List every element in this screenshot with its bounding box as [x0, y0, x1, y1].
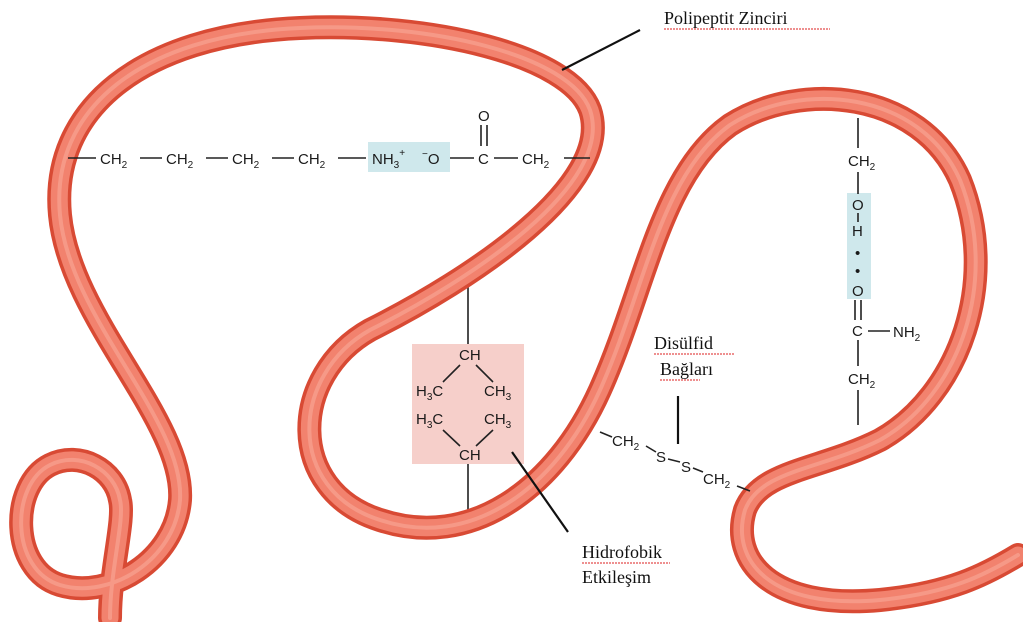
hydrogen-bond-group: CH2 O H • • O C NH2 CH2: [847, 153, 921, 391]
ionic-o-minus: −O: [422, 149, 440, 168]
ionic-carbonyl-o: O: [478, 108, 490, 125]
ionic-carbonyl-c: C: [478, 151, 489, 168]
hbond-h: H: [852, 223, 863, 240]
hbond-ch2-bottom: CH2: [848, 371, 876, 391]
ionic-bond-group: CH2 CH2 CH2 CH2 NH3+ −O C O CH2: [68, 108, 590, 172]
ionic-ch2-2: CH2: [166, 151, 194, 171]
polypeptide-chain-ribbon: [9, 15, 1023, 622]
hbond-ch2-top: CH2: [848, 153, 876, 173]
disulfide-ch2-right: CH2: [703, 471, 731, 491]
hydrogen-bond-highlight-box: [847, 193, 871, 299]
label-hydrophobic-2: Etkileşim: [582, 567, 651, 587]
hbond-dot-2: •: [855, 263, 860, 280]
polypeptide-leader-line: [561, 29, 641, 71]
hbond-nh2: NH2: [893, 324, 921, 344]
hbond-c: C: [852, 323, 863, 340]
ionic-ch2-4: CH2: [298, 151, 326, 171]
label-hydrophobic-1: Hidrofobik: [582, 542, 662, 562]
hbond-o-carbonyl: O: [852, 283, 864, 300]
hydro-ch3-top: CH3: [484, 383, 512, 403]
hydrophobic-highlight-box: [412, 344, 524, 464]
disulfide-s-left: S: [656, 449, 666, 466]
chain-highlight-stroke: [19, 25, 1020, 620]
labels: Polipeptit Zinciri Disülfid Bağları Hidr…: [582, 8, 830, 587]
ionic-ch2-3: CH2: [232, 151, 260, 171]
label-disulfide-1: Disülfid: [654, 333, 713, 353]
hydro-ch-bottom: CH: [459, 447, 481, 464]
ionic-ch2-5: CH2: [522, 151, 550, 171]
hbond-o-top: O: [852, 197, 864, 214]
callout-leaders: [511, 29, 680, 533]
hydro-h3c-top: H3C: [416, 383, 443, 403]
hydrophobic-interaction-group: CH H3C CH3 H3C CH3 CH: [412, 344, 524, 464]
hydro-ch-top: CH: [459, 347, 481, 364]
hydro-ch3-bottom: CH3: [484, 411, 512, 431]
hydrophobic-leader-line: [511, 451, 569, 533]
hbond-dot-1: •: [855, 245, 860, 262]
label-disulfide-2: Bağları: [660, 359, 713, 379]
ionic-nh3-plus: NH3+: [372, 148, 405, 171]
ionic-highlight-box: [368, 142, 450, 172]
disulfide-s-right: S: [681, 459, 691, 476]
disulfide-bond-group: CH2 S S CH2: [599, 431, 751, 492]
ionic-ch2-1: CH2: [100, 151, 128, 171]
hydro-h3c-bottom: H3C: [416, 411, 443, 431]
label-polypeptide-chain: Polipeptit Zinciri: [664, 8, 788, 28]
disulfide-ch2-left: CH2: [612, 433, 640, 453]
